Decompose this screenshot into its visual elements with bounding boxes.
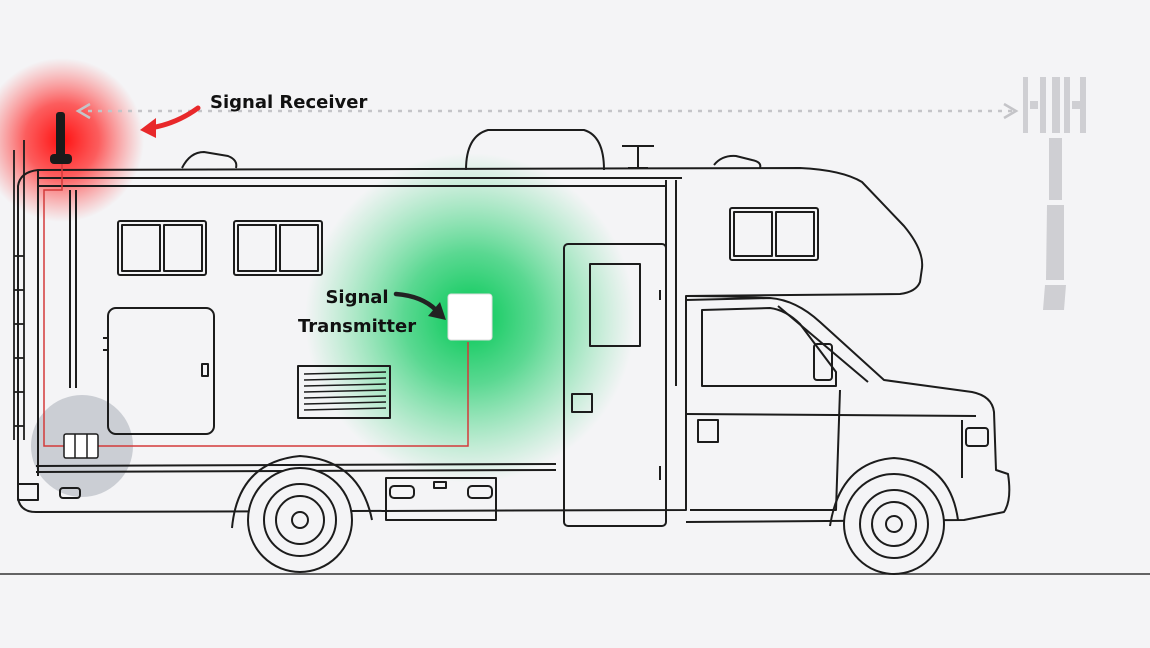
signal-transmitter-label: Signal Transmitter bbox=[298, 283, 416, 341]
signal-booster-icon bbox=[63, 433, 99, 459]
transmitter-arrow-icon bbox=[393, 291, 446, 320]
indoor-antenna-icon bbox=[447, 293, 493, 341]
front-wheel bbox=[829, 456, 959, 575]
cell-tower-icon bbox=[1023, 77, 1086, 310]
receiver-glow bbox=[0, 58, 144, 222]
receiver-arrow-icon bbox=[140, 105, 201, 138]
vent-slats bbox=[303, 371, 387, 411]
signal-transmitter-label-line2: Transmitter bbox=[298, 316, 417, 337]
antenna-icon bbox=[50, 112, 72, 164]
rear-ladder bbox=[13, 140, 25, 440]
signal-transmitter-label-line1: Signal bbox=[325, 287, 389, 308]
signal-cable bbox=[43, 160, 469, 447]
signal-path bbox=[75, 102, 1019, 120]
rv-body bbox=[17, 129, 1011, 527]
rear-wheel bbox=[231, 454, 373, 573]
signal-receiver-label: Signal Receiver bbox=[210, 92, 368, 113]
